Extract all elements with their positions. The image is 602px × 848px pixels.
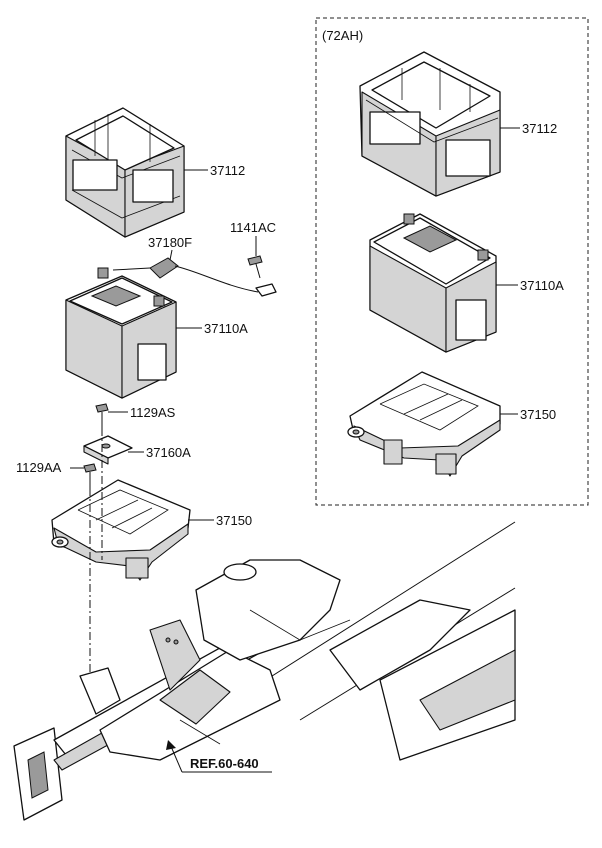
ref-arrowhead bbox=[166, 740, 176, 750]
variant-label: (72AH) bbox=[322, 28, 363, 43]
label-bolt-cable: 1141AC bbox=[230, 220, 276, 235]
label-bolt-clamp: 1129AS bbox=[130, 405, 176, 420]
battery-drawing bbox=[65, 267, 177, 399]
label-battery-main: 37110A bbox=[204, 321, 248, 336]
battery-tray-drawing bbox=[51, 479, 191, 581]
label-cover-main: 37112 bbox=[210, 163, 245, 178]
clamp-drawing bbox=[83, 435, 133, 465]
battery-cover-72ah-drawing bbox=[359, 51, 501, 197]
label-clamp: 37160A bbox=[146, 445, 191, 460]
bolt-1129as-drawing bbox=[95, 403, 109, 428]
leader-cable bbox=[169, 249, 173, 261]
bolt-1141ac-drawing bbox=[247, 255, 263, 279]
battery-72ah-drawing bbox=[369, 213, 497, 353]
battery-cable-drawing bbox=[112, 257, 277, 297]
label-cable: 37180F bbox=[148, 235, 192, 250]
variant-frame bbox=[315, 17, 589, 506]
vehicle-frame-drawing bbox=[13, 521, 516, 821]
reference-label: REF.60-640 bbox=[190, 756, 259, 771]
label-battery-72ah: 37110A bbox=[520, 278, 564, 293]
bolt-1129aa-drawing bbox=[83, 463, 97, 488]
label-cover-72ah: 37112 bbox=[522, 121, 557, 136]
label-tray-72ah: 37150 bbox=[520, 407, 556, 422]
label-tray-main: 37150 bbox=[216, 513, 252, 528]
battery-cover-drawing bbox=[65, 107, 185, 238]
battery-tray-72ah-drawing bbox=[347, 371, 501, 477]
label-bolt-tray: 1129AA bbox=[16, 460, 62, 475]
